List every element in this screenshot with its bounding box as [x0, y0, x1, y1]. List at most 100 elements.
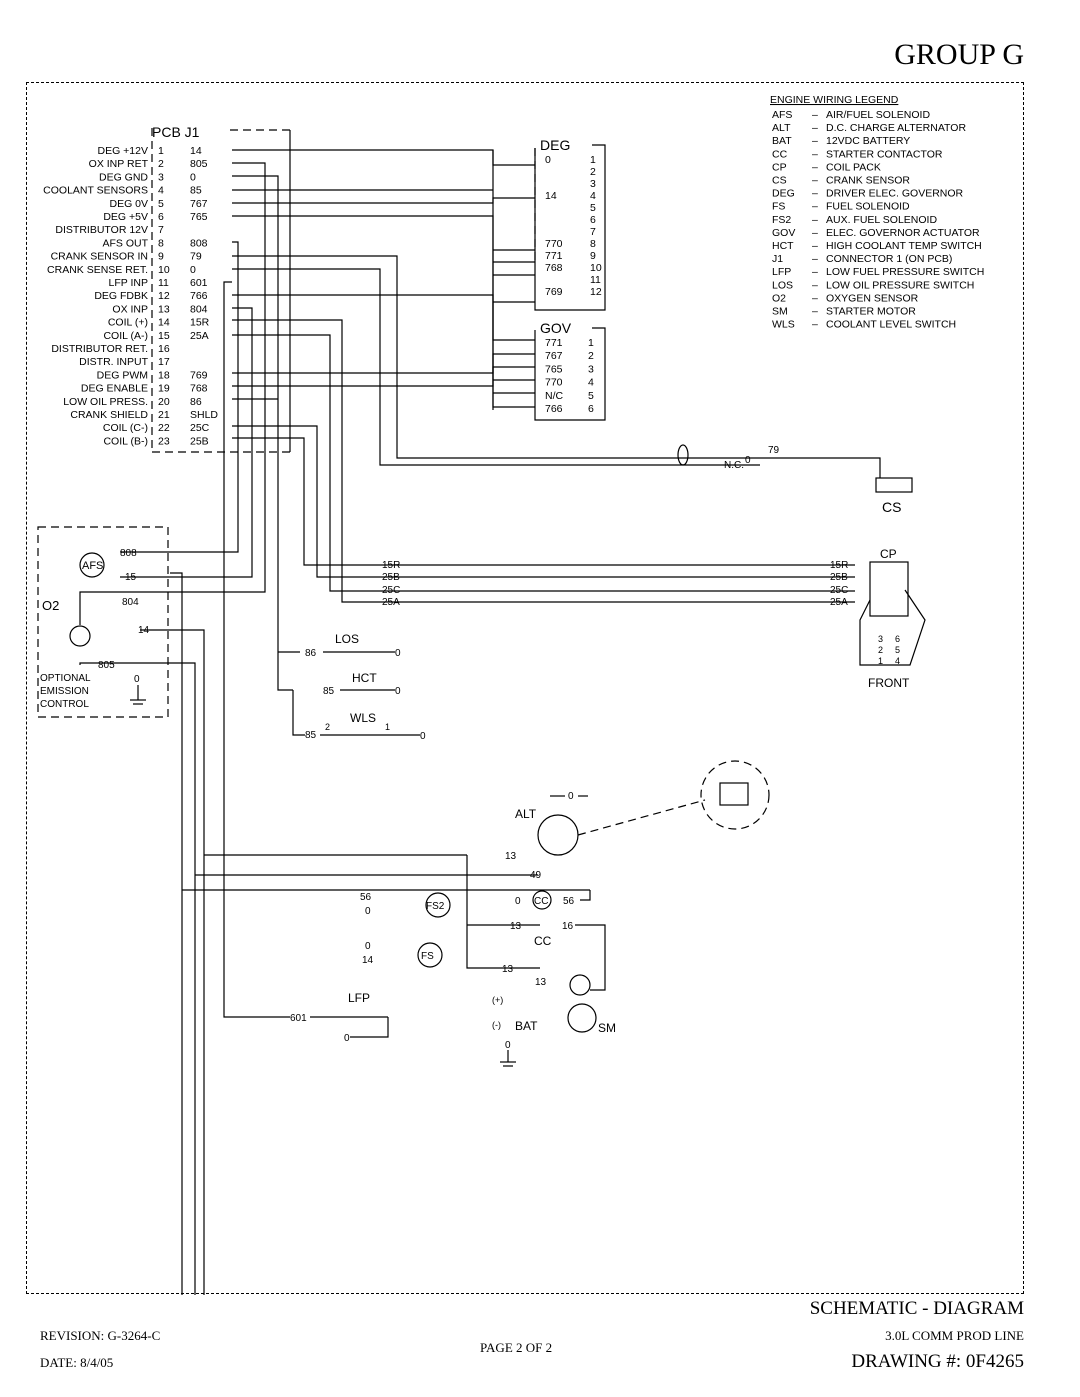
legend-desc: COIL PACK [826, 161, 881, 173]
svg-text:CP: CP [880, 547, 897, 561]
deg-pin: 4 [590, 190, 596, 202]
pcb-pin-number: 18 [158, 369, 170, 381]
pcb-pin-number: 12 [158, 290, 170, 302]
svg-text:86: 86 [305, 648, 317, 659]
legend-dash: – [812, 201, 818, 213]
deg-pin: 6 [590, 214, 596, 226]
pcb-pin-number: 7 [158, 224, 164, 236]
optional-emission-control: AFS 808 15 O2 804 14 805 0 OPTIONAL EMIS… [37, 526, 169, 718]
svg-text:(-): (-) [492, 1020, 501, 1030]
svg-text:AFS: AFS [82, 560, 103, 572]
fs2-solenoid [425, 892, 451, 918]
deg-wire: 769 [545, 286, 563, 298]
deg-pin: 11 [590, 274, 601, 286]
legend-code: DEG [772, 188, 795, 200]
pcb-pin-wire: 85 [190, 185, 202, 197]
legend-dash: – [812, 306, 818, 318]
svg-text:0: 0 [568, 791, 574, 802]
pcb-pin-wire: 804 [190, 303, 208, 315]
svg-text:BAT: BAT [515, 1019, 538, 1033]
svg-text:LOS: LOS [335, 632, 359, 646]
deg-pin: 8 [590, 238, 596, 250]
pcb-pin-label: LOW OIL PRESS. [63, 396, 148, 408]
pcb-pin-wire: 86 [190, 396, 202, 408]
svg-text:0: 0 [365, 941, 371, 952]
svg-text:14: 14 [138, 625, 150, 636]
svg-text:HCT: HCT [352, 671, 377, 685]
pcb-pin-wire: 14 [190, 145, 202, 157]
legend-dash: – [812, 279, 818, 291]
svg-text:85: 85 [305, 730, 317, 741]
pcb-pin-number: 6 [158, 211, 164, 223]
svg-text:2: 2 [325, 722, 330, 732]
svg-text:0: 0 [395, 686, 401, 697]
legend-code: CP [772, 161, 787, 173]
gov-wire: 771 [545, 337, 563, 349]
schematic-frame [26, 82, 1024, 1294]
schematic-title: SCHEMATIC - DIAGRAM [809, 1298, 1024, 1319]
svg-text:5: 5 [895, 645, 900, 655]
svg-text:0: 0 [505, 1040, 511, 1051]
svg-text:6: 6 [895, 634, 900, 644]
pcb-pin-wire: SHLD [190, 409, 218, 421]
legend-dash: – [812, 188, 818, 200]
svg-text:804: 804 [122, 597, 139, 608]
pcb-pin-label: CRANK SHIELD [70, 409, 148, 421]
revision: REVISION: G-3264-C [40, 1328, 161, 1343]
legend-desc: AIR/FUEL SOLENOID [826, 109, 930, 121]
pcb-pin-number: 23 [158, 435, 170, 447]
legend-code: HCT [772, 240, 794, 252]
svg-text:805: 805 [98, 660, 115, 671]
legend-desc: STARTER MOTOR [826, 306, 916, 318]
legend-code: BAT [772, 135, 792, 147]
svg-text:3: 3 [878, 634, 883, 644]
coolant-oil-switches: LOS 86 0 HCT 85 0 WLS 85 2 1 0 [305, 632, 426, 742]
legend-code: J1 [772, 253, 783, 265]
wire-bundle [79, 149, 881, 1295]
gov-pin: 4 [588, 377, 594, 389]
drawing-number: DRAWING #: 0F4265 [851, 1351, 1024, 1372]
pcb-pin-label: DEG GND [99, 171, 148, 183]
pcb-pin-wire: 808 [190, 237, 208, 249]
pcb-pin-label: DISTR. INPUT [79, 356, 148, 368]
svg-text:15R: 15R [830, 560, 848, 571]
pcb-pin-label: DEG +5V [103, 211, 148, 223]
svg-text:(+): (+) [492, 995, 503, 1005]
page-number: PAGE 2 OF 2 [480, 1340, 553, 1355]
pcb-pin-number: 3 [158, 171, 164, 183]
pcb-pin-wire: 15R [190, 317, 210, 329]
pcb-pin-wire: 0 [190, 264, 196, 276]
pcb-pin-label: OX INP [112, 303, 148, 315]
fs-solenoid [417, 942, 443, 968]
pcb-pin-number: 14 [158, 317, 170, 329]
pcb-pin-number: 19 [158, 383, 170, 395]
pcb-pin-number: 4 [158, 185, 164, 197]
legend-code: LFP [772, 266, 791, 278]
afs-solenoid [79, 552, 105, 578]
legend-desc: HIGH COOLANT TEMP SWITCH [826, 240, 982, 252]
svg-text:2: 2 [878, 645, 883, 655]
legend-desc: LOW OIL PRESSURE SWITCH [826, 279, 974, 291]
svg-text:0: 0 [515, 896, 521, 907]
pcb-pin-label: COIL (B-) [103, 435, 148, 447]
pcb-pin-number: 10 [158, 264, 170, 276]
svg-text:25C: 25C [382, 585, 400, 596]
pcb-pin-wire: 25B [190, 435, 209, 447]
pcb-pin-number: 11 [158, 277, 169, 289]
pcb-pin-wire: 767 [190, 198, 208, 210]
legend-desc: LOW FUEL PRESSURE SWITCH [826, 266, 984, 278]
legend-desc: OXYGEN SENSOR [826, 292, 919, 304]
svg-text:0: 0 [745, 455, 751, 466]
svg-text:1: 1 [878, 656, 883, 666]
pcb-pin-label: DEG +12V [98, 145, 149, 157]
svg-text:0: 0 [134, 674, 140, 685]
pcb-pin-number: 13 [158, 303, 170, 315]
pcb-pin-number: 21 [158, 409, 170, 421]
deg-wire: 771 [545, 250, 563, 262]
svg-text:56: 56 [360, 892, 372, 903]
legend-dash: – [812, 135, 818, 147]
pcb-pin-wire: 766 [190, 290, 208, 302]
svg-text:25B: 25B [382, 572, 400, 583]
